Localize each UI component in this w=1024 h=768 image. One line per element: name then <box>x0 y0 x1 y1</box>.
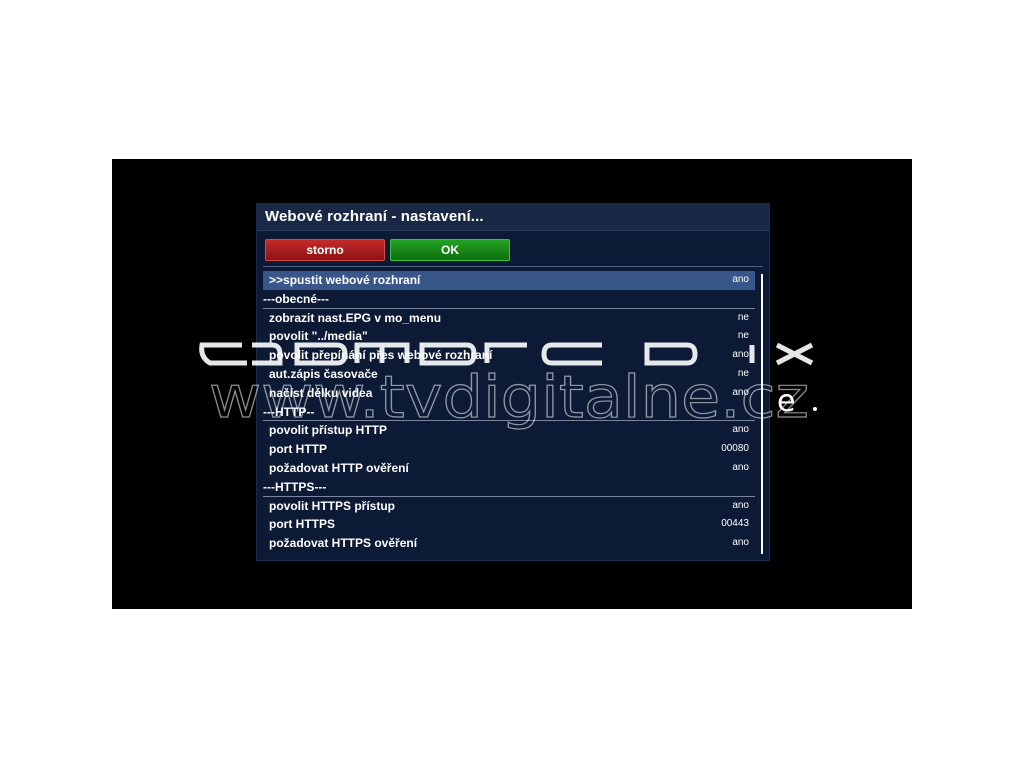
setting-value: 00080 <box>721 443 749 455</box>
section-header: ---HTTPS--- <box>263 478 755 497</box>
setting-value: ano <box>732 424 749 436</box>
setting-value: ne <box>737 311 749 323</box>
setting-label: povolit "../media" <box>269 329 368 344</box>
setting-row[interactable]: povolit přístup HTTP ano <box>263 421 755 440</box>
setting-row[interactable]: aut.zápis časovače ne <box>263 365 755 384</box>
setting-label: načíst délku videa <box>269 385 373 400</box>
section-header: ---obecné--- <box>263 290 755 309</box>
section-label: ---HTTPS--- <box>263 479 327 494</box>
watermark-dot <box>813 407 817 411</box>
storno-button[interactable]: storno <box>265 239 385 261</box>
setting-row[interactable]: port HTTPS 00443 <box>263 515 755 534</box>
setting-value: 00443 <box>721 518 749 530</box>
setting-label: požadovat HTTP ověření <box>269 460 409 475</box>
setting-label: >>spustit webové rozhraní <box>269 273 421 287</box>
setting-value: ne <box>737 330 749 342</box>
setting-label: zobrazit nast.EPG v mo_menu <box>269 310 442 325</box>
setting-label: port HTTP <box>269 442 327 457</box>
setting-value: ano <box>732 349 749 361</box>
setting-value: ano <box>732 537 749 549</box>
divider <box>263 266 763 267</box>
setting-label: požadovat HTTPS ověření <box>269 536 418 551</box>
setting-row[interactable]: >>spustit webové rozhraní ano <box>263 271 755 290</box>
setting-row[interactable]: požadovat HTTP ověření ano <box>263 459 755 478</box>
dialog-title: Webové rozhraní - nastavení... <box>257 204 769 231</box>
setting-label: povolit přístup HTTP <box>269 423 387 438</box>
settings-list: >>spustit webové rozhraní ano ---obecné---… <box>263 271 755 553</box>
setting-row[interactable]: načíst délku videa ano <box>263 384 755 403</box>
settings-dialog: Webové rozhraní - nastavení... storno OK… <box>256 203 770 561</box>
scrollbar[interactable] <box>761 274 763 554</box>
setting-row[interactable]: zobrazit nast.EPG v mo_menu ne <box>263 309 755 328</box>
setting-value: ano <box>732 499 749 511</box>
setting-row[interactable]: povolit přepínání přes webové rozhraní an… <box>263 346 755 365</box>
watermark-glyph: e <box>777 384 795 419</box>
section-label: ---obecné--- <box>263 291 329 306</box>
setting-row[interactable]: povolit "../media" ne <box>263 327 755 346</box>
setting-label: povolit HTTPS přístup <box>269 498 395 513</box>
setting-label: port HTTPS <box>269 517 335 532</box>
setting-value: ano <box>732 274 749 285</box>
setting-label: povolit přepínání přes webové rozhraní <box>269 348 493 363</box>
setting-value: ano <box>732 461 749 473</box>
setting-row[interactable]: port HTTP 00080 <box>263 440 755 459</box>
setting-value: ne <box>737 367 749 379</box>
ok-button[interactable]: OK <box>390 239 510 261</box>
section-label: ---HTTP-- <box>263 404 315 419</box>
setting-row[interactable]: požadovat HTTPS ověření ano <box>263 534 755 553</box>
setting-value: ano <box>732 386 749 398</box>
section-header: ---HTTP-- <box>263 403 755 422</box>
setting-label: aut.zápis časovače <box>269 366 378 381</box>
tv-screen: Webové rozhraní - nastavení... storno OK… <box>112 159 912 609</box>
setting-row[interactable]: povolit HTTPS přístup ano <box>263 497 755 516</box>
